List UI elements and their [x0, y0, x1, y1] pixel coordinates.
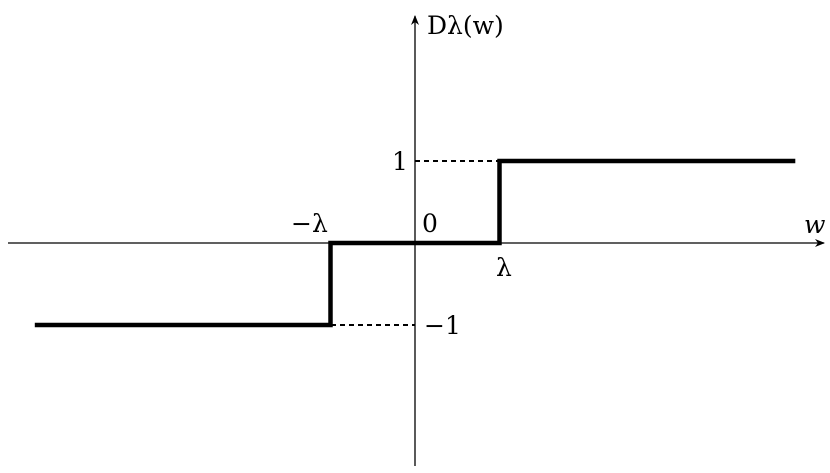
- step-function-line: [34, 158, 796, 328]
- tick-label-pos-lambda: λ: [496, 253, 512, 282]
- function-label: Dλ(w): [427, 11, 504, 40]
- tick-label-neg-one: −1: [424, 311, 461, 340]
- tick-label-neg-lambda: −λ: [291, 209, 328, 238]
- x-axis-label: w: [804, 210, 825, 239]
- tick-label-pos-one: 1: [392, 147, 408, 176]
- origin-label: 0: [422, 209, 438, 238]
